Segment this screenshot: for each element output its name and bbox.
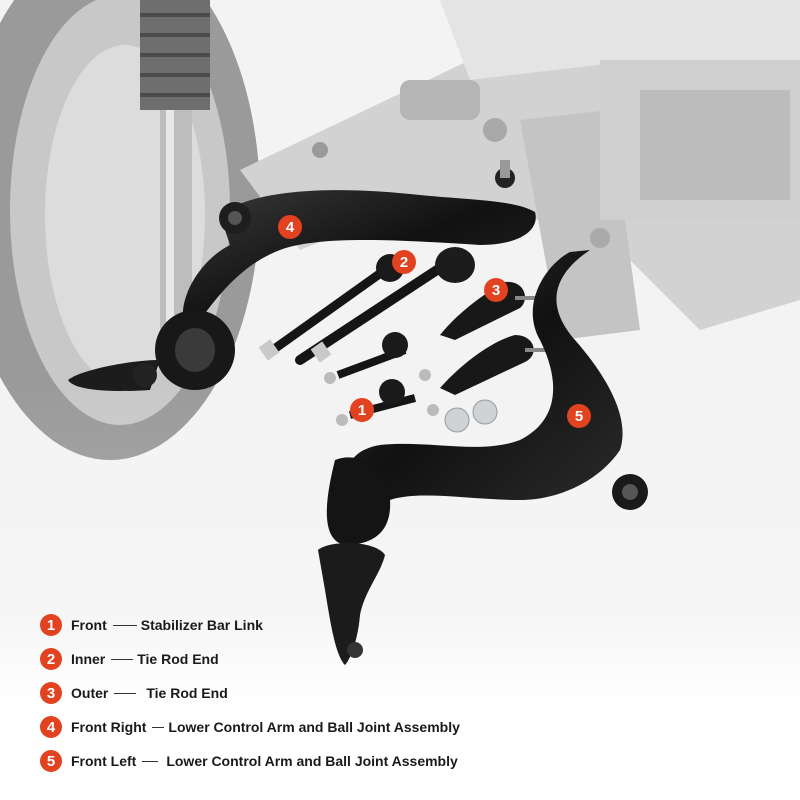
legend-part-3: Tie Rod End bbox=[146, 685, 228, 701]
callout-5: 5 bbox=[567, 404, 591, 428]
legend-position-2: Inner bbox=[71, 651, 106, 667]
legend-row-5: 5 Front Left Lower Control Arm and Ball … bbox=[40, 744, 780, 778]
legend-part-1: Stabilizer Bar Link bbox=[140, 617, 263, 633]
legend-badge-3: 3 bbox=[40, 682, 62, 704]
legend-dash-5 bbox=[142, 760, 159, 762]
legend-row-3: 3 Outer Tie Rod End bbox=[40, 676, 780, 710]
legend-position-4: Front Right bbox=[71, 719, 147, 735]
legend-badge-4: 4 bbox=[40, 716, 62, 738]
callout-3: 3 bbox=[484, 278, 508, 302]
control-arm-front-right bbox=[68, 160, 536, 391]
parts-legend: 1 Front Stabilizer Bar Link 2 Inner Tie … bbox=[40, 608, 780, 778]
legend-part-5: Lower Control Arm and Ball Joint Assembl… bbox=[166, 753, 458, 769]
legend-dash-3 bbox=[114, 692, 137, 694]
legend-dash-4 bbox=[152, 726, 165, 728]
stabilizer-bar-links bbox=[324, 332, 498, 433]
legend-position-1: Front bbox=[71, 617, 107, 633]
legend-row-2: 2 Inner Tie Rod End bbox=[40, 642, 780, 676]
legend-dash-2 bbox=[111, 658, 134, 660]
legend-part-2: Tie Rod End bbox=[137, 651, 219, 667]
legend-badge-1: 1 bbox=[40, 614, 62, 636]
legend-row-1: 1 Front Stabilizer Bar Link bbox=[40, 608, 780, 642]
callout-1: 1 bbox=[350, 398, 374, 422]
inner-tie-rods bbox=[258, 247, 475, 365]
legend-position-5: Front Left bbox=[71, 753, 137, 769]
legend-row-4: 4 Front Right Lower Control Arm and Ball… bbox=[40, 710, 780, 744]
legend-dash-1 bbox=[112, 624, 137, 626]
callout-4: 4 bbox=[278, 215, 302, 239]
legend-badge-5: 5 bbox=[40, 750, 62, 772]
legend-position-3: Outer bbox=[71, 685, 109, 701]
callout-2: 2 bbox=[392, 250, 416, 274]
legend-badge-2: 2 bbox=[40, 648, 62, 670]
legend-part-4: Lower Control Arm and Ball Joint Assembl… bbox=[168, 719, 460, 735]
control-arm-front-left bbox=[318, 228, 648, 665]
